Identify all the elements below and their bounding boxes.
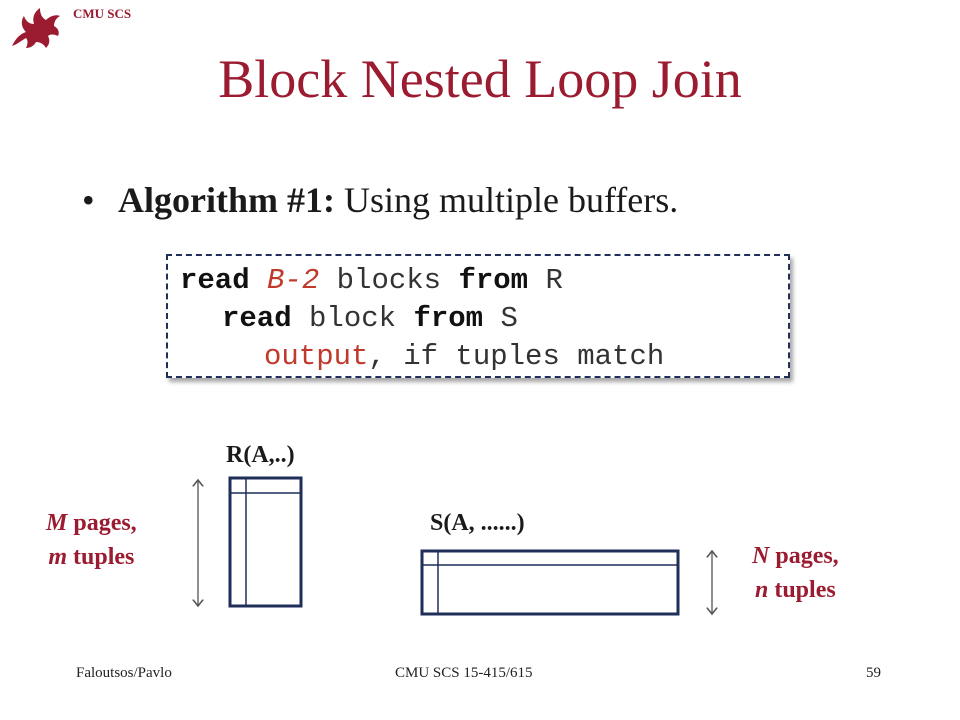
code-line-3: output, if tuples match <box>180 338 788 376</box>
bullet-dot-icon: • <box>82 180 95 220</box>
bullet-item: • Algorithm #1: Using multiple buffers. <box>82 178 678 222</box>
dragon-logo-icon <box>12 8 60 48</box>
n-pages-text: pages, <box>769 543 839 569</box>
code-output-keyword: output <box>264 340 369 373</box>
code-text: , if tuples match <box>368 340 665 373</box>
m-var: M <box>46 510 68 536</box>
code-keyword: from <box>458 264 529 297</box>
s-size-label: N pages, n tuples <box>752 539 839 607</box>
bullet-text: Using multiple buffers. <box>334 180 679 220</box>
n-tuples-var: n <box>754 577 769 603</box>
code-line-1: read B-2 blocks from R <box>180 262 788 300</box>
pseudocode-box: read B-2 blocks from R read block from S… <box>166 254 790 378</box>
code-keyword: read <box>222 302 292 335</box>
code-keyword: read <box>180 264 268 297</box>
page-title: Block Nested Loop Join <box>218 49 742 109</box>
relation-r-table <box>228 476 303 608</box>
code-text: blocks <box>319 264 459 297</box>
m-tuples-var: m <box>48 544 67 570</box>
code-variable: B-2 <box>267 264 320 297</box>
code-text: S <box>483 302 518 335</box>
header-org-text: CMU SCS <box>73 6 132 21</box>
n-tuples-text: tuples <box>768 577 836 603</box>
m-tuples-text: tuples <box>67 544 135 570</box>
code-line-2: read block from S <box>180 300 788 338</box>
relation-s-table <box>420 549 680 616</box>
footer-author: Faloutsos/Pavlo <box>76 665 172 681</box>
page-number: 59 <box>866 665 881 681</box>
n-var: N <box>752 543 770 569</box>
footer-course: CMU SCS 15-415/615 <box>395 665 533 681</box>
bullet-bold: Algorithm #1: <box>118 180 335 220</box>
relation-r-label: R(A,..) <box>226 442 295 468</box>
code-text: block <box>291 302 414 335</box>
r-size-label: M pages, m tuples <box>46 506 137 574</box>
relation-s-label: S(A, ......) <box>430 510 525 536</box>
code-text: R <box>528 264 563 297</box>
m-pages-text: pages, <box>67 510 137 536</box>
code-keyword: from <box>413 302 484 335</box>
